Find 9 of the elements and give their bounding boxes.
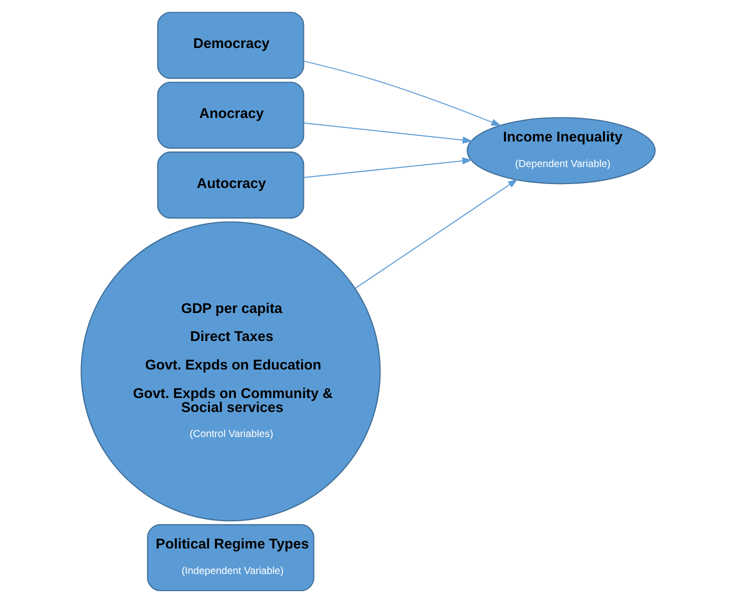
node-box: Autocracy bbox=[156, 152, 304, 219]
arrow bbox=[303, 157, 472, 178]
node-box: Democracy bbox=[156, 12, 304, 79]
node-circle: GDP per capita Direct Taxes Govt. Expds on Education Govt. Expds on Community & Social services (Control Variables) bbox=[80, 221, 380, 522]
node-box: Anocracy bbox=[156, 82, 304, 149]
arrow bbox=[303, 60, 501, 126]
node-box: Political Regime Types (Independent Variable) bbox=[146, 524, 314, 592]
arrow bbox=[354, 178, 518, 289]
arrow bbox=[303, 122, 472, 144]
